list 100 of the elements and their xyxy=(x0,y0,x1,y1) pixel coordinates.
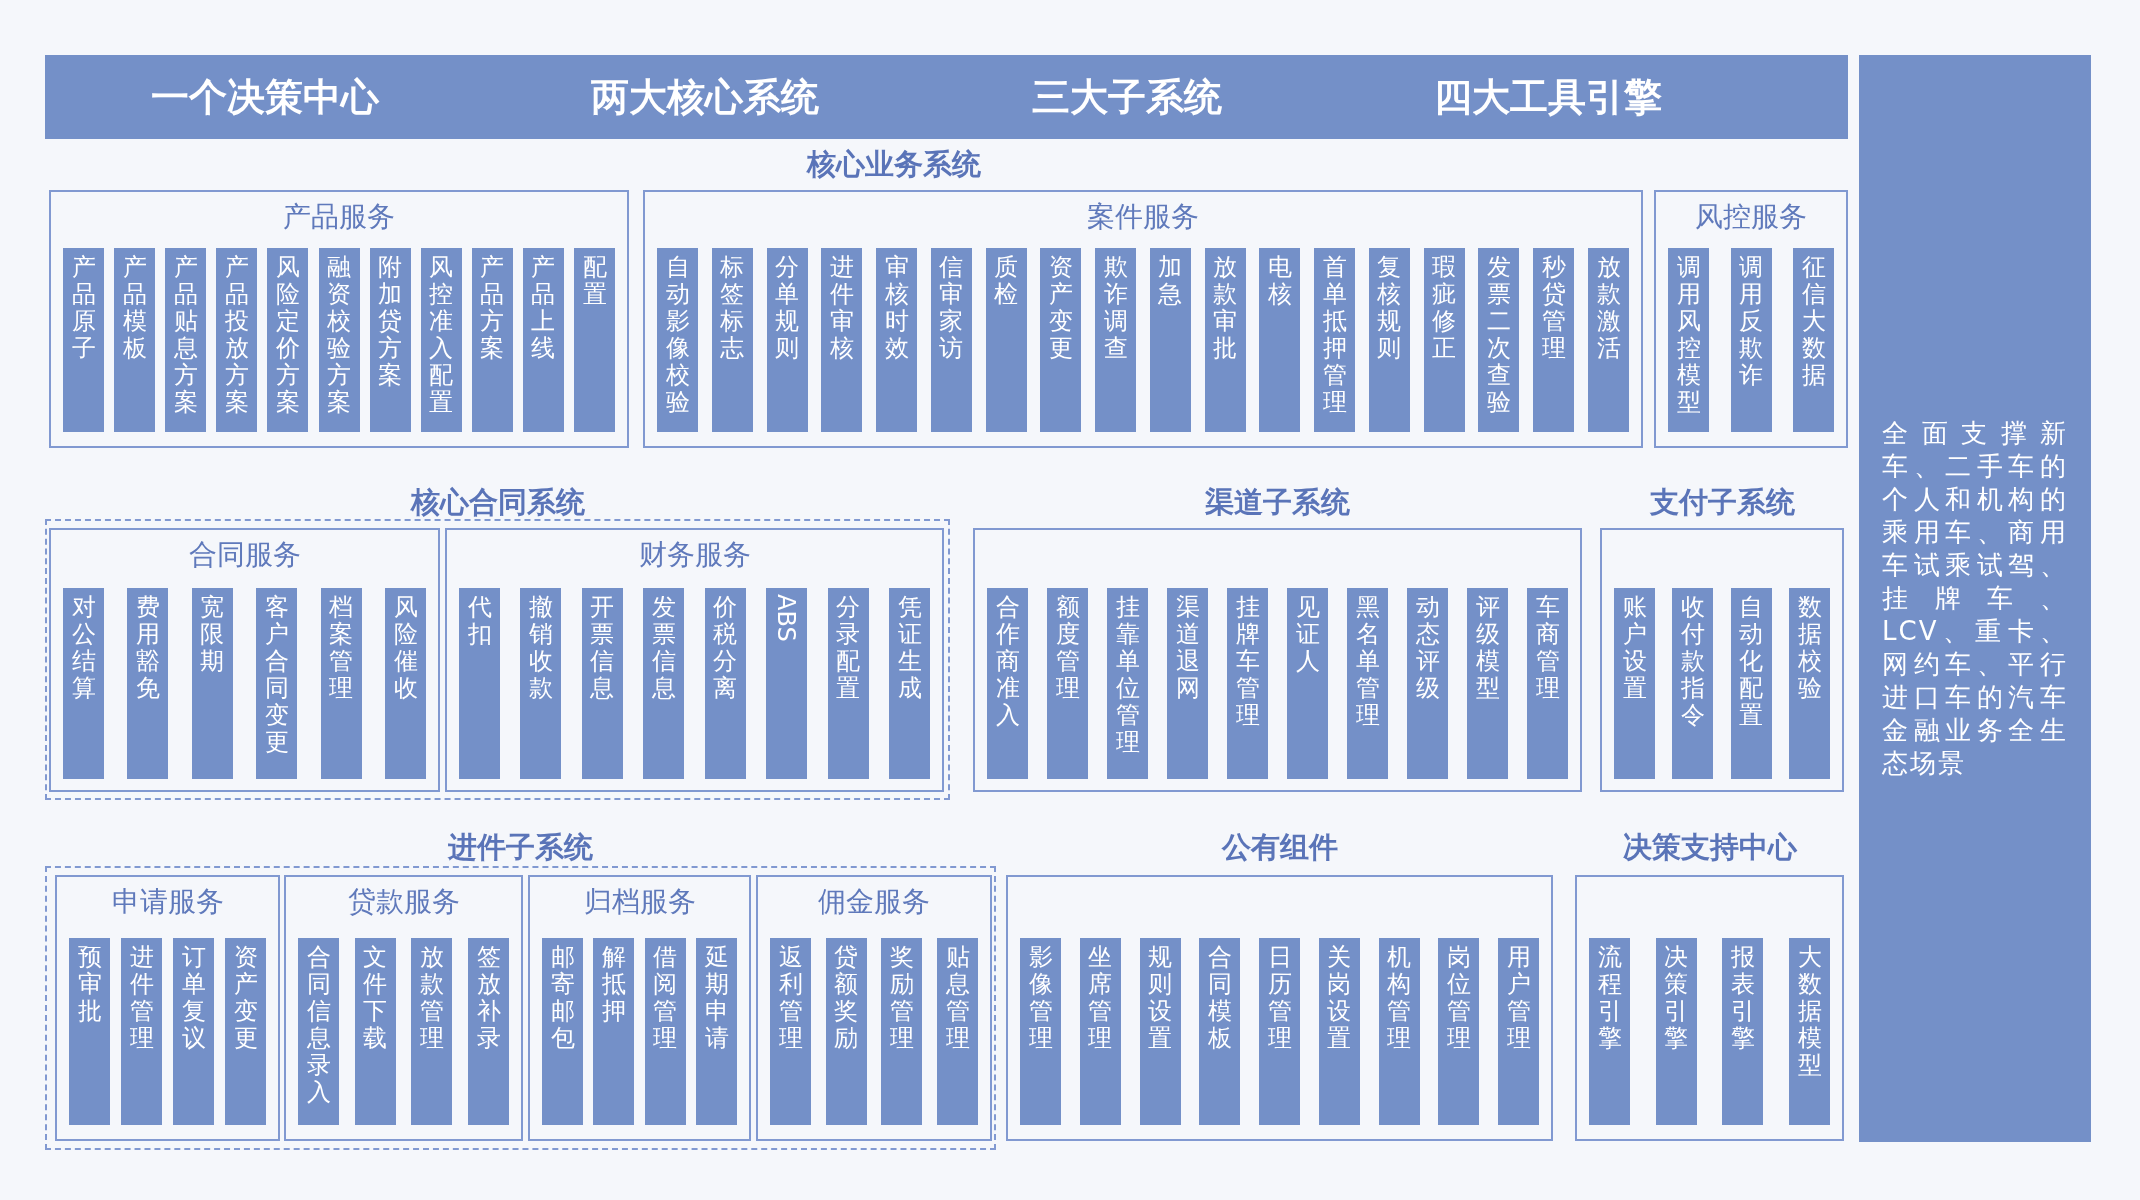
module-bar: 签放补录 xyxy=(468,938,509,1125)
module-bar: 数据校验 xyxy=(1789,588,1830,779)
panel-title: 申请服务 xyxy=(111,885,224,919)
module-bar: 秒贷管理 xyxy=(1533,248,1575,432)
module-bar: 信审家访 xyxy=(930,248,972,432)
module-bar: 开票信息 xyxy=(581,588,623,779)
module-bar: 电核 xyxy=(1259,248,1301,432)
module-bar: 资产变更 xyxy=(1040,248,1082,432)
service-panel xyxy=(756,875,992,1141)
module-bar: 规则设置 xyxy=(1139,938,1181,1125)
panel-title: 归档服务 xyxy=(583,885,696,919)
panel-title: 风控服务 xyxy=(1695,200,1807,234)
module-bar: 产品贴息方案 xyxy=(165,248,207,432)
module-bar: ABS xyxy=(766,588,808,779)
module-bar: 自动影像校验 xyxy=(657,248,698,432)
module-bar: 邮寄邮包 xyxy=(542,938,583,1125)
module-bar: 动态评级 xyxy=(1407,588,1448,779)
module-bar: 放款管理 xyxy=(411,938,453,1125)
module-bar: 进件审核 xyxy=(821,248,863,432)
module-bar: 报表引擎 xyxy=(1722,938,1764,1125)
module-bar: 产品方案 xyxy=(471,248,513,432)
group-heading: 进件子系统 xyxy=(448,830,593,864)
module-bar: 大数据模型 xyxy=(1789,938,1830,1125)
module-bar: 决策引擎 xyxy=(1655,938,1697,1125)
panel-title: 产品服务 xyxy=(283,200,395,234)
module-bar: 产品上线 xyxy=(522,248,564,432)
module-bar: 挂牌车管理 xyxy=(1227,588,1268,779)
module-bar: 融资校验方案 xyxy=(318,248,360,432)
module-bar: 放款激活 xyxy=(1588,248,1629,432)
group-heading: 核心合同系统 xyxy=(410,485,585,519)
module-bar: 发票信息 xyxy=(643,588,685,779)
banner-heading: 三大子系统 xyxy=(1031,73,1222,121)
module-bar: 返利管理 xyxy=(770,938,811,1125)
group-heading: 决策支持中心 xyxy=(1622,830,1797,864)
module-bar: 贴息管理 xyxy=(937,938,978,1125)
module-bar: 欺诈调查 xyxy=(1095,248,1137,432)
group-heading: 支付子系统 xyxy=(1649,485,1795,519)
service-panel xyxy=(49,190,629,448)
module-bar: 机构管理 xyxy=(1378,938,1420,1125)
module-bar: 质检 xyxy=(985,248,1027,432)
banner-heading: 两大核心系统 xyxy=(591,73,820,121)
module-bar: 车商管理 xyxy=(1527,588,1568,779)
service-panel xyxy=(643,190,1643,448)
module-bar: 奖励管理 xyxy=(881,938,923,1125)
module-bar: 配置 xyxy=(574,248,615,432)
module-bar: 征信大数据 xyxy=(1793,248,1834,432)
module-bar: 复核规则 xyxy=(1368,248,1410,432)
module-bar: 文件下载 xyxy=(354,938,396,1125)
module-bar: 延期申请 xyxy=(696,938,737,1125)
module-bar: 岗位管理 xyxy=(1438,938,1480,1125)
module-bar: 分单规则 xyxy=(766,248,808,432)
module-bar: 合同信息录入 xyxy=(298,938,339,1125)
module-bar: 费用豁免 xyxy=(127,588,169,779)
module-bar: 借阅管理 xyxy=(644,938,686,1125)
panel-title: 案件服务 xyxy=(1087,200,1199,234)
module-bar: 预审批 xyxy=(69,938,110,1125)
module-bar: 产品原子 xyxy=(63,248,104,432)
panel-title: 财务服务 xyxy=(638,538,751,572)
module-bar: 合同模板 xyxy=(1199,938,1241,1125)
module-bar: 关岗设置 xyxy=(1318,938,1360,1125)
module-bar: 审核时效 xyxy=(876,248,918,432)
module-bar: 标签标志 xyxy=(711,248,753,432)
module-bar: 贷额奖励 xyxy=(825,938,867,1125)
module-bar: 合作商准入 xyxy=(987,588,1028,779)
module-bar: 日历管理 xyxy=(1259,938,1300,1125)
module-bar: 评级模型 xyxy=(1467,588,1508,779)
module-bar: 额度管理 xyxy=(1047,588,1088,779)
module-bar: 解抵押 xyxy=(593,938,635,1125)
banner-heading: 一个决策中心 xyxy=(151,73,380,121)
module-bar: 风险定价方案 xyxy=(267,248,309,432)
module-bar: 资产变更 xyxy=(225,938,266,1125)
module-bar: 发票二次查验 xyxy=(1478,248,1520,432)
service-panel xyxy=(49,528,440,792)
service-panel xyxy=(1654,190,1848,448)
module-bar: 订单复议 xyxy=(173,938,214,1125)
module-bar: 自动化配置 xyxy=(1730,588,1772,779)
module-bar: 调用风控模型 xyxy=(1668,248,1709,432)
panel-title: 佣金服务 xyxy=(818,885,930,919)
service-panel xyxy=(528,875,751,1141)
service-panel xyxy=(445,528,944,792)
module-bar: 见证人 xyxy=(1287,588,1328,779)
module-bar: 放款审批 xyxy=(1204,248,1246,432)
module-bar: 撤销收款 xyxy=(520,588,562,779)
module-bar: 首单抵押管理 xyxy=(1314,248,1356,432)
panel-title: 合同服务 xyxy=(188,538,301,572)
section-heading: 核心业务系统 xyxy=(807,147,981,181)
module-bar: 瑕疵修正 xyxy=(1423,248,1465,432)
module-bar: 账户设置 xyxy=(1614,588,1655,779)
module-bar: 客户合同变更 xyxy=(256,588,298,779)
module-bar: 进件管理 xyxy=(121,938,162,1125)
module-bar: 代扣 xyxy=(459,588,500,779)
panel-title: 贷款服务 xyxy=(347,885,460,919)
module-bar: 收付款指令 xyxy=(1672,588,1714,779)
module-bar: 流程引擎 xyxy=(1589,938,1630,1125)
description-text: 全面支撑新车、二手车的个人和机构的乘用车、商用车试乘试驾、挂牌车、LCV、重卡、网约车、平行进口车的汽车金融业务全生态场景 xyxy=(1882,417,2068,780)
module-bar: 挂靠单位管理 xyxy=(1107,588,1148,779)
header-banner xyxy=(45,55,1848,139)
module-bar: 黑名单管理 xyxy=(1347,588,1388,779)
module-bar: 价税分离 xyxy=(704,588,746,779)
module-bar: 渠道退网 xyxy=(1167,588,1208,779)
